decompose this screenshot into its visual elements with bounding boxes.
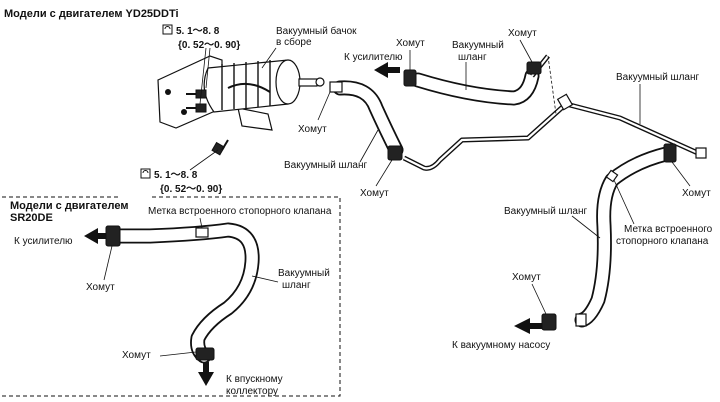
label-check-valve-sr: Метка встроенного стопорного клапана xyxy=(148,206,332,217)
label-hose-right: Вакуумный шланг xyxy=(504,206,587,217)
svg-text:5. 1～8. 8: 5. 1～8. 8 xyxy=(154,170,198,181)
label-hose-sr-line1: Вакуумный xyxy=(278,268,330,279)
label-vacuum-tank-line2: в сборе xyxy=(276,36,312,48)
label-clamp-sr-top: Хомут xyxy=(86,282,115,293)
check-valve-mark xyxy=(195,227,209,238)
svg-text:5. 1～8. 8: 5. 1～8. 8 xyxy=(176,26,220,37)
diagram-title-sr20de-line1: Модели с двигателем xyxy=(10,200,128,212)
tube-connector xyxy=(695,147,707,159)
label-to-booster-sr: К усилителю xyxy=(14,236,73,247)
svg-text:{0. 52～0. 90}: {0. 52～0. 90} xyxy=(178,40,240,51)
label-to-manifold-line2: коллектору xyxy=(226,386,278,397)
label-hose-mid: Вакуумный шланг xyxy=(284,160,367,171)
label-to-pump: К вакуумному насосу xyxy=(452,340,550,351)
label-clamp-mid: Хомут xyxy=(360,188,389,199)
label-clamp-top-right: Хомут xyxy=(508,28,537,39)
label-hose-top-line1: Вакуумный xyxy=(452,40,504,51)
clamp-icon xyxy=(403,69,417,87)
clamp-icon xyxy=(541,313,557,331)
diagram-title-yd25: Модели с двигателем YD25DDTi xyxy=(4,8,179,20)
label-check-valve-right-line1: Метка встроенного xyxy=(624,224,713,235)
arrow-left-icon xyxy=(84,228,106,244)
tube-connector xyxy=(556,93,574,111)
arrow-left-icon xyxy=(374,62,400,78)
diagram-title-sr20de-line2: SR20DE xyxy=(10,212,53,224)
label-vacuum-tank-line1: Вакуумный бачок xyxy=(276,25,357,37)
label-clamp-sr-bottom: Хомут xyxy=(122,350,151,361)
check-valve-mark xyxy=(605,169,619,183)
torque-spec-top: 5. 1～8. 8 {0. 52～0. 90} xyxy=(162,24,240,51)
clamp-icon xyxy=(195,347,215,361)
label-hose-long: Вакуумный шланг xyxy=(616,72,699,83)
clamp-icon xyxy=(387,145,403,161)
label-clamp-pump: Хомут xyxy=(512,272,541,283)
label-check-valve-right-line2: стопорного клапана xyxy=(616,236,709,247)
vacuum-hose-sr20de xyxy=(112,222,260,364)
sr20de-dashed-frame xyxy=(2,196,341,397)
torque-spec-bottom: 5. 1～8. 8 {0. 52～0. 90} xyxy=(140,168,222,195)
label-to-manifold-line1: К впускному xyxy=(226,374,283,385)
label-clamp-right: Хомут xyxy=(682,188,711,199)
clamp-icon xyxy=(663,143,677,163)
arrow-down-icon xyxy=(198,362,214,386)
label-hose-top-line2: шланг xyxy=(458,52,487,63)
svg-text:{0. 52～0. 90}: {0. 52～0. 90} xyxy=(160,184,222,195)
bolt-icon xyxy=(186,103,207,113)
clamp-icon xyxy=(526,61,542,75)
vacuum-tank-assembly xyxy=(157,55,325,156)
label-hose-sr-line2: шланг xyxy=(282,280,311,291)
label-clamp-left: Хомут xyxy=(298,124,327,135)
arrow-left-icon xyxy=(514,318,542,334)
clamp-icon xyxy=(105,225,121,247)
label-clamp-top: Хомут xyxy=(396,38,425,49)
tube-connector xyxy=(329,81,343,93)
hose-end-fitting xyxy=(575,313,587,327)
label-to-booster: К усилителю xyxy=(344,52,403,63)
